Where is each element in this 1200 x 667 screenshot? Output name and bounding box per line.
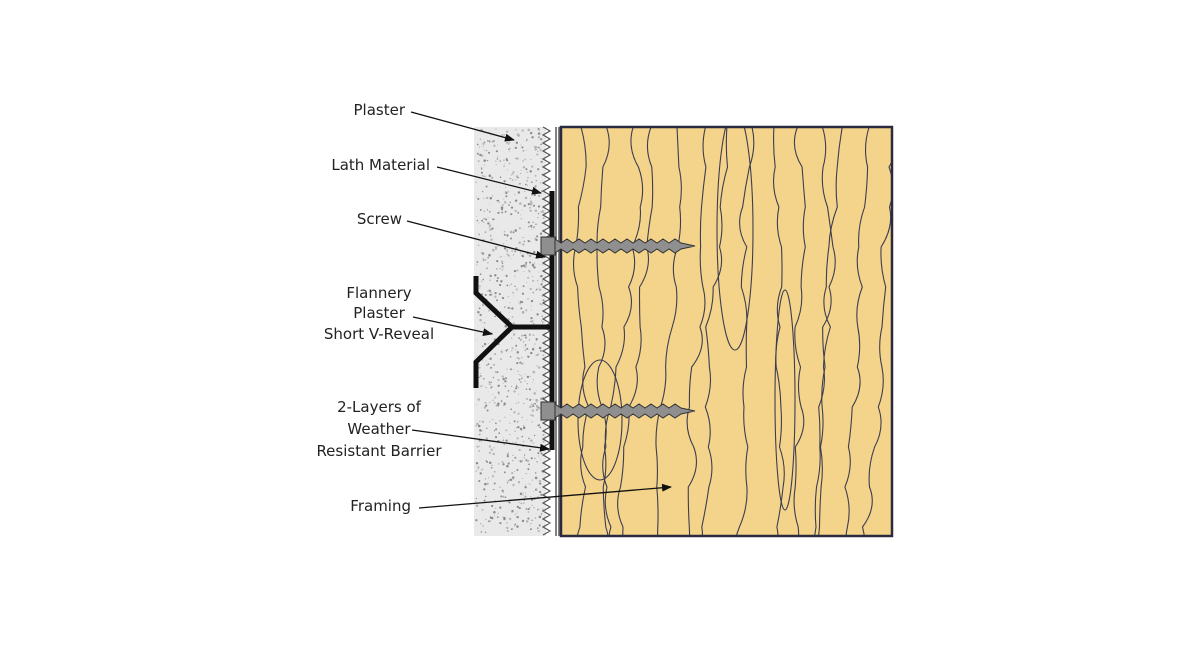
wood-grain (572, 127, 892, 536)
label-wrb-line3: Resistant Barrier (316, 442, 442, 460)
screw-lower (540, 401, 696, 421)
framing-member (559, 125, 894, 538)
framing-arrow (418, 483, 672, 509)
weather-resistant-barrier (555, 127, 560, 536)
callout-labels: Plaster Lath Material Screw Flannery Pla… (316, 101, 442, 515)
label-wrb-line2: Weather (347, 420, 411, 438)
lath-arrow (436, 166, 542, 195)
wrb-arrow (411, 429, 550, 452)
leader-arrows (406, 111, 672, 509)
screw-upper (540, 236, 696, 256)
screw-arrow (406, 220, 546, 259)
label-framing: Framing (350, 497, 411, 515)
label-screw: Screw (357, 210, 402, 228)
label-wrb-line1: 2-Layers of (337, 398, 422, 416)
label-reveal-line2: Plaster (353, 304, 405, 322)
label-reveal-line3: Short V-Reveal (324, 325, 434, 343)
reveal-arrow (412, 316, 493, 337)
plaster-arrow (410, 111, 515, 142)
label-lath-material: Lath Material (331, 156, 430, 174)
label-plaster: Plaster (354, 101, 406, 119)
label-reveal-line1: Flannery (346, 284, 411, 302)
framing-wood (561, 127, 892, 536)
